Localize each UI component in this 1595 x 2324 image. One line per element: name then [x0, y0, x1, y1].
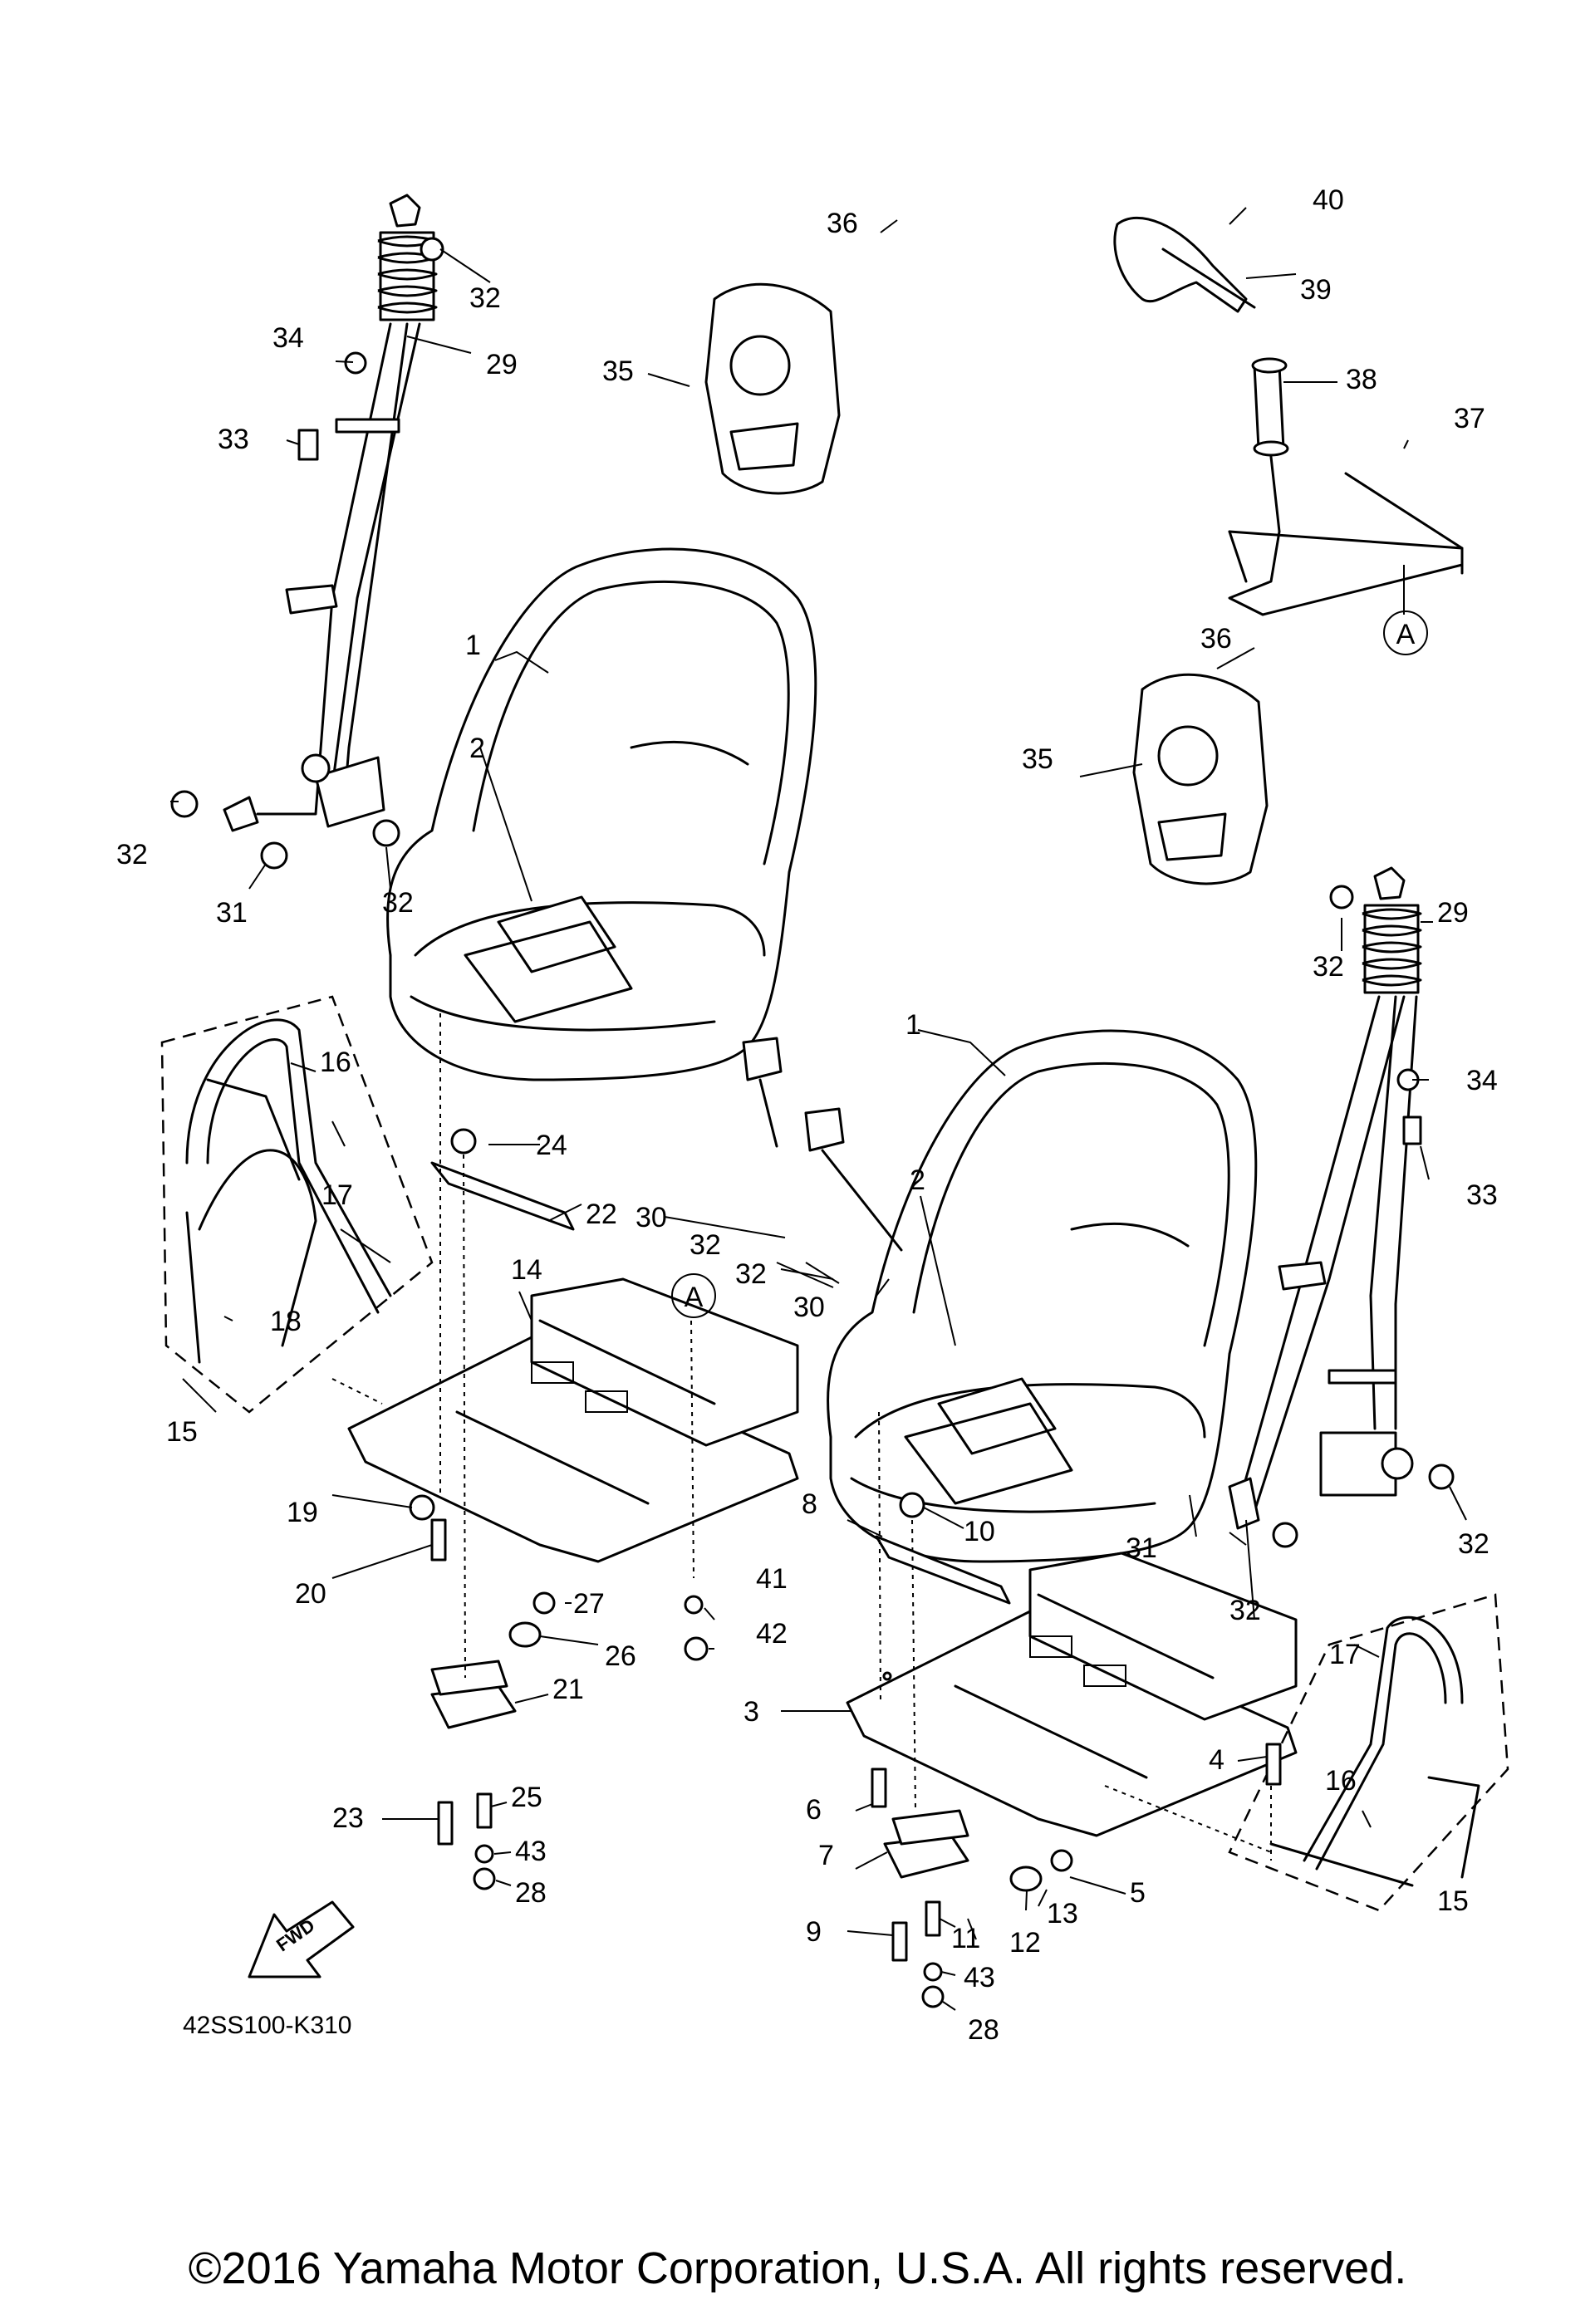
callout-36-left: 36: [827, 208, 858, 239]
seatbelt-left: [223, 194, 438, 832]
ref-marker-a-center: A: [671, 1273, 716, 1318]
plate-7: [883, 1809, 969, 1879]
copyright-notice: ©2016 Yamaha Motor Corporation, U.S.A. A…: [188, 2243, 1407, 2293]
callout-25: 25: [511, 1782, 542, 1813]
callout-5: 5: [1130, 1877, 1146, 1909]
callout-29-right: 29: [1437, 897, 1469, 929]
hardware-left-belt: [170, 237, 444, 870]
callout-4: 4: [1209, 1744, 1224, 1776]
callout-39: 39: [1300, 274, 1332, 306]
grab-bar-right: [1228, 1593, 1509, 1912]
callout-32-b: 32: [116, 839, 148, 870]
callout-35-left: 35: [602, 355, 634, 387]
callout-29-left: 29: [486, 349, 518, 380]
callout-2-left: 2: [469, 733, 485, 764]
callout-32-a: 32: [469, 282, 501, 314]
callout-40: 40: [1313, 184, 1344, 216]
callout-9: 9: [806, 1916, 822, 1948]
callout-labels: 1 2 1 2 3 4 5 6 7 8 9 10 11 12 13 14 15 …: [116, 184, 1498, 2046]
callout-15-left: 15: [166, 1416, 198, 1448]
callout-14: 14: [511, 1254, 542, 1286]
fwd-arrow-icon: FWD: [248, 1900, 355, 1978]
callout-41: 41: [756, 1563, 788, 1595]
callout-17-right: 17: [1329, 1639, 1361, 1670]
callout-31-right: 31: [1126, 1532, 1157, 1564]
callout-32-h: 32: [1229, 1595, 1261, 1626]
callout-32-g: 32: [1458, 1528, 1489, 1560]
callout-11: 11: [951, 1923, 980, 1954]
leader-lines: [170, 207, 1467, 2011]
callout-36-right: 36: [1200, 623, 1232, 655]
callout-3: 3: [744, 1696, 759, 1728]
callout-38: 38: [1346, 364, 1377, 395]
alignment-lines: [331, 1013, 1272, 1861]
fasteners: [409, 1128, 1282, 2008]
callout-24: 24: [536, 1130, 567, 1161]
headrest-right: [1132, 673, 1269, 885]
bracket-8: [875, 1535, 1011, 1605]
seat-left: [386, 547, 817, 1081]
callout-30-left: 30: [636, 1202, 667, 1233]
callout-42: 42: [756, 1618, 788, 1650]
seat-right: [827, 1029, 1258, 1563]
callout-16-right: 16: [1325, 1765, 1357, 1797]
callout-27: 27: [573, 1588, 605, 1620]
callout-10: 10: [964, 1516, 995, 1547]
callout-33-left: 33: [218, 424, 249, 455]
buckle-left: [742, 1037, 783, 1148]
ref-marker-a-top: A: [1383, 610, 1428, 655]
callout-7: 7: [818, 1840, 834, 1871]
callout-12: 12: [1009, 1927, 1041, 1959]
callout-43-left: 43: [515, 1836, 547, 1867]
callout-32-e: 32: [735, 1258, 767, 1290]
callout-32-d: 32: [690, 1229, 721, 1261]
callout-20: 20: [295, 1578, 326, 1610]
callout-32-c: 32: [382, 887, 414, 919]
callout-37: 37: [1454, 403, 1485, 434]
callout-34-right: 34: [1466, 1065, 1498, 1096]
grab-bar-left: [160, 995, 434, 1414]
buckle-right: [804, 1107, 903, 1252]
callout-22: 22: [586, 1199, 617, 1230]
bracket-assembly: [1113, 216, 1464, 616]
callout-33-right: 33: [1466, 1179, 1498, 1211]
callout-32-f: 32: [1313, 951, 1344, 983]
callout-17-left: 17: [321, 1179, 353, 1211]
callout-23: 23: [332, 1802, 364, 1834]
callout-2-right: 2: [910, 1164, 925, 1196]
callout-26: 26: [605, 1640, 636, 1672]
seatbelt-right: [1228, 866, 1422, 1530]
callout-43-right: 43: [964, 1962, 995, 1993]
callout-30-right: 30: [793, 1292, 825, 1323]
seat-rail-left: [347, 1277, 799, 1563]
callout-28-right: 28: [968, 2014, 999, 2046]
callout-31-left: 31: [216, 897, 248, 929]
plate-21: [430, 1660, 517, 1729]
callout-13: 13: [1047, 1898, 1078, 1929]
callout-1-left: 1: [465, 630, 481, 661]
callout-8: 8: [802, 1488, 817, 1520]
seat-rail-right: [846, 1552, 1298, 1837]
callout-1-right: 1: [905, 1009, 921, 1041]
callout-28-left: 28: [515, 1877, 547, 1909]
diagram-code: 42SS100-K310: [183, 2012, 352, 2039]
bracket-22: [430, 1161, 575, 1231]
headrest-left: [704, 282, 841, 495]
callout-21: 21: [552, 1674, 584, 1705]
svg-text:A: A: [685, 1282, 704, 1313]
callout-15-right: 15: [1437, 1885, 1469, 1917]
svg-text:A: A: [1396, 619, 1416, 650]
callout-6: 6: [806, 1794, 822, 1826]
callout-18: 18: [270, 1306, 302, 1337]
callout-35-right: 35: [1022, 743, 1053, 775]
callout-34-left: 34: [272, 322, 304, 354]
callout-19: 19: [287, 1497, 318, 1528]
callout-16-left: 16: [320, 1047, 351, 1078]
